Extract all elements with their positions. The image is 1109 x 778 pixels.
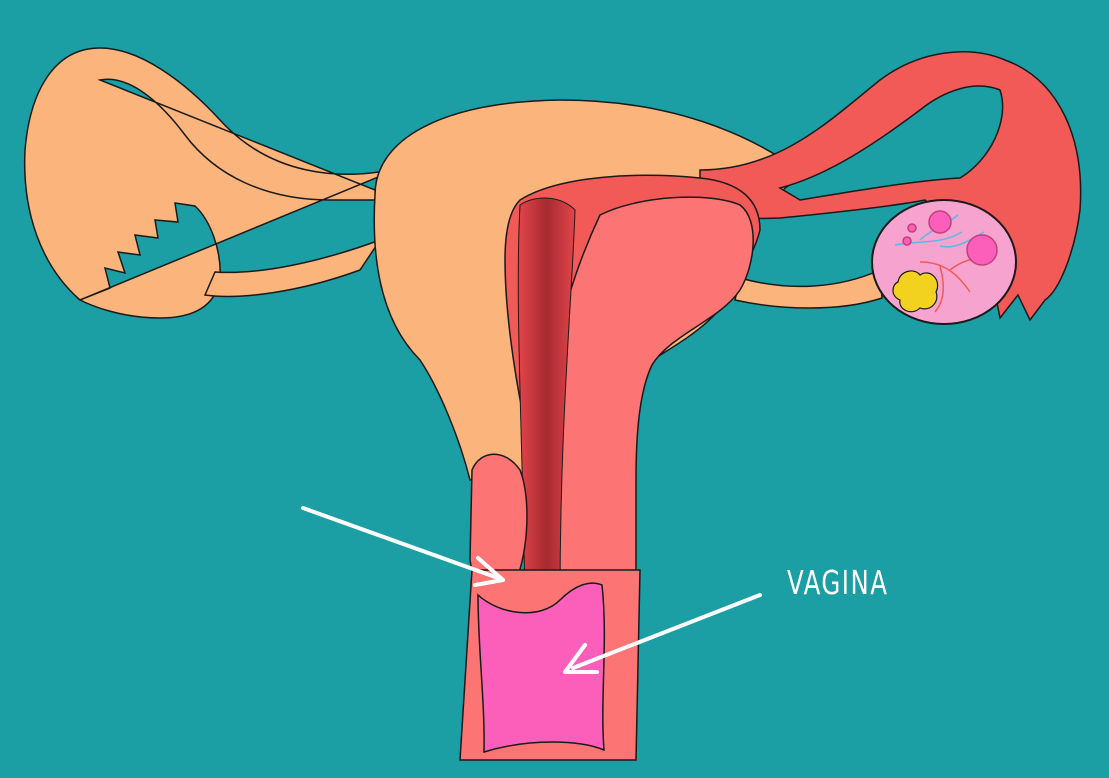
vagina-label: VAGINA [787, 563, 889, 602]
right-ovarian-ligament [734, 268, 883, 309]
ovarian-follicle [966, 234, 998, 266]
ovarian-follicle [902, 236, 912, 246]
corpus-luteum [892, 270, 939, 313]
uterine-cavity [517, 197, 576, 601]
vagina-arrow [563, 593, 762, 674]
vagina [477, 582, 606, 754]
ovarian-follicle [907, 223, 917, 233]
cervix-arrow [301, 506, 505, 587]
ovarian-follicle [928, 210, 952, 234]
left-fallopian-tube [23, 47, 401, 319]
